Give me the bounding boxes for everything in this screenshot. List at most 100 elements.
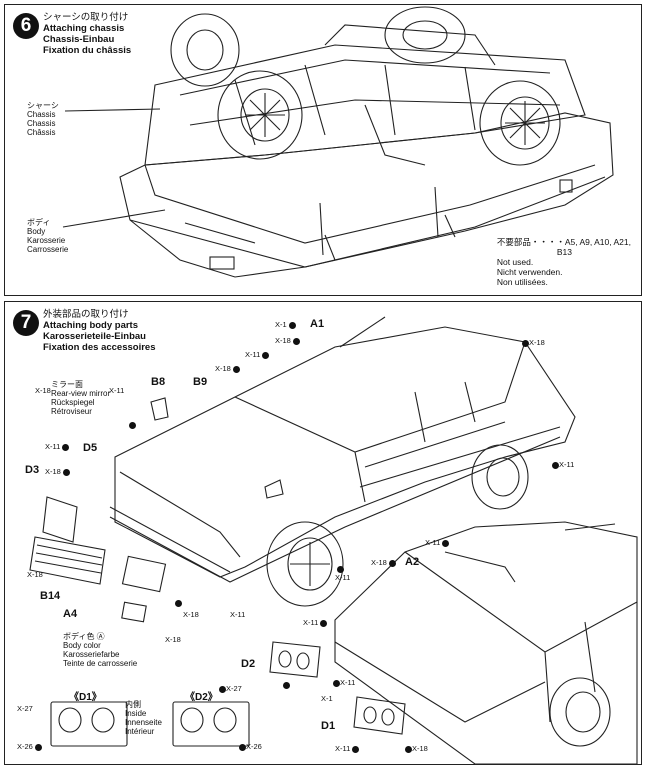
screw-icon bbox=[232, 365, 240, 373]
screw-icon bbox=[522, 339, 529, 347]
title-fr: Fixation des accessoires bbox=[43, 342, 156, 353]
screw-label: X-11 bbox=[335, 573, 351, 582]
screw-label: X-11 bbox=[45, 442, 61, 451]
inside-de: Innenseite bbox=[125, 718, 162, 727]
inside-note: 内側 Inside Innenseite Intérieur bbox=[125, 700, 162, 736]
chassis-label-de: Chassis bbox=[27, 119, 56, 128]
not-used-note: 不要部品・・・・A5, A9, A10, A21, B13 Not used. … bbox=[497, 237, 631, 287]
screw-callout: X-18 bbox=[520, 338, 545, 347]
screw-icon bbox=[552, 461, 559, 469]
part-a4: A4 bbox=[63, 608, 78, 620]
inside-fr: Intérieur bbox=[125, 727, 155, 736]
screw-callout: X-18 bbox=[183, 610, 199, 619]
screw-callout: X-1 bbox=[275, 320, 296, 329]
not-used-en: Not used. bbox=[496, 257, 534, 267]
screw-label: X-11 bbox=[303, 618, 319, 627]
body-label-fr: Carrosserie bbox=[27, 245, 69, 254]
screw-icon bbox=[288, 321, 296, 329]
screw-callout: X-27 bbox=[17, 704, 33, 713]
body-color-de: Karosseriefarbe bbox=[63, 650, 120, 659]
screw-callout: X-11 bbox=[335, 744, 360, 753]
screw-callout: X-11 bbox=[245, 350, 270, 359]
title-de: Karosserieteile-Einbau bbox=[43, 331, 146, 342]
screw-label: X-18 bbox=[35, 386, 51, 395]
screw-icon bbox=[405, 745, 412, 753]
part-a2: A2 bbox=[405, 556, 420, 568]
screw-label: X-1 bbox=[275, 320, 287, 329]
screw-label: X-18 bbox=[27, 570, 43, 579]
chassis-label-fr: Châssis bbox=[27, 128, 56, 137]
step-title: 外装部品の取り付け Attaching body parts Karosseri… bbox=[43, 309, 155, 353]
step-title: シャーシの取り付け Attaching chassis Chassis-Einb… bbox=[43, 12, 131, 56]
screw-callout bbox=[173, 598, 182, 607]
inset-d1-title: 《D1》 bbox=[69, 692, 102, 703]
mirror-label-en: Rear-view mirror bbox=[51, 389, 111, 398]
screw-callout: X-1 bbox=[321, 694, 333, 703]
body-color-en: Body color bbox=[63, 641, 101, 650]
screw-callout: X-18 bbox=[35, 386, 51, 395]
screw-label: X-1 bbox=[321, 694, 333, 703]
screw-label: X-18 bbox=[215, 364, 231, 373]
screw-icon bbox=[62, 468, 70, 476]
chassis-label-jp: シャーシ bbox=[27, 101, 59, 110]
screw-label: X-11 bbox=[335, 744, 351, 753]
screw-label: X-11 bbox=[340, 678, 356, 687]
title-jp: シャーシの取り付け bbox=[43, 12, 129, 23]
chassis-illustration bbox=[62, 6, 614, 278]
screw-label: X-27 bbox=[226, 684, 242, 693]
screw-icon bbox=[62, 443, 70, 451]
screw-callout: X-18 bbox=[165, 635, 181, 644]
screw-label: X-11 bbox=[245, 350, 261, 359]
screw-icon bbox=[320, 619, 328, 627]
body-color-note: ボディ色 Ⓐ Body color Karosseriefarbe Teinte… bbox=[63, 632, 137, 668]
screw-callout: X-11 bbox=[335, 564, 350, 582]
body-label-jp: ボディ bbox=[27, 218, 51, 227]
part-a1: A1 bbox=[310, 318, 325, 330]
screw-callout: X-18 bbox=[275, 336, 300, 345]
body-color-jp: ボディ色 Ⓐ bbox=[63, 632, 105, 641]
body-label-en: Body bbox=[27, 227, 46, 236]
part-b8: B8 bbox=[151, 376, 166, 388]
screw-icon bbox=[388, 559, 396, 567]
part-d5: D5 bbox=[83, 442, 98, 454]
part-b9: B9 bbox=[193, 376, 208, 388]
inside-en: Inside bbox=[125, 709, 147, 718]
screw-icon bbox=[239, 743, 246, 751]
screw-label: X-18 bbox=[529, 338, 545, 347]
chassis-label-en: Chassis bbox=[27, 110, 56, 119]
screw-callout: X-11 bbox=[550, 460, 574, 469]
screw-icon bbox=[352, 745, 360, 753]
not-used-jp: 不要部品・・・・A5, A9, A10, A21, bbox=[496, 237, 631, 247]
screw-callout: X-11 bbox=[425, 538, 450, 547]
screw-callout: X-27 bbox=[217, 684, 242, 693]
screw-label: X-11 bbox=[425, 538, 441, 547]
mirror-label-de: Rückspiegel bbox=[51, 398, 95, 407]
screw-label: X-26 bbox=[17, 742, 33, 751]
screw-label: X-18 bbox=[412, 744, 428, 753]
screw-label: X-18 bbox=[165, 635, 181, 644]
screw-icon bbox=[283, 681, 290, 689]
not-used-parts-cont: B13 bbox=[556, 247, 572, 257]
screw-label: X-18 bbox=[275, 336, 291, 345]
part-b14: B14 bbox=[40, 590, 61, 602]
screw-icon bbox=[34, 743, 42, 751]
screw-callout bbox=[127, 420, 136, 429]
screw-callout: X-11 bbox=[331, 678, 355, 687]
not-used-de: Nicht verwenden. bbox=[496, 267, 563, 277]
chassis-label: シャーシ Chassis Chassis Châssis bbox=[27, 101, 59, 137]
screw-callout: X-11 bbox=[45, 442, 70, 451]
screw-label: X-18 bbox=[183, 610, 199, 619]
step-6-panel: 6 シャーシの取り付け Attaching chassis Chassis-Ei… bbox=[4, 4, 642, 296]
screw-label: X-26 bbox=[246, 742, 262, 751]
screw-label: X-11 bbox=[559, 460, 575, 469]
part-d1: D1 bbox=[321, 720, 336, 732]
screw-callout: X-26 bbox=[17, 742, 42, 751]
inset-d2-title: 《D2》 bbox=[185, 692, 218, 703]
body-label: ボディ Body Karosserie Carrosserie bbox=[27, 218, 68, 254]
screw-icon bbox=[442, 539, 450, 547]
screw-label: X-11 bbox=[109, 386, 125, 395]
screw-callout: X-11 bbox=[109, 386, 124, 395]
screw-icon bbox=[292, 337, 300, 345]
screw-label: X-18 bbox=[45, 467, 61, 476]
screw-callout: X-11 bbox=[230, 610, 245, 619]
